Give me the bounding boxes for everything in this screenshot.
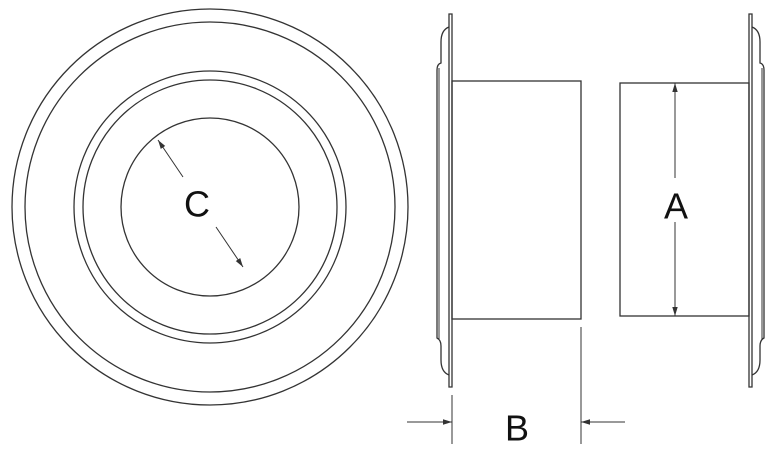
flange-plate: [448, 13, 453, 388]
dimension-c-arrow-lower: [215, 226, 244, 268]
outer-flange-circle: [11, 8, 409, 406]
side-view-right: A: [619, 13, 765, 388]
dimension-b-label: B: [505, 408, 529, 449]
body-rect: [451, 80, 582, 320]
dimension-c-label: C: [184, 184, 210, 225]
flange-plate: [748, 13, 753, 388]
body-outer-circle: [73, 70, 347, 344]
dimension-a-label: A: [664, 186, 688, 227]
bore-circle: [120, 117, 300, 297]
front-view: C: [11, 8, 409, 406]
side-view-left: B: [407, 13, 625, 449]
dimension-c-arrow-upper: [157, 139, 184, 178]
flange-profile: [436, 26, 450, 376]
body-inner-circle: [82, 79, 338, 335]
flange-inner-circle: [24, 21, 396, 393]
flange-profile: [751, 26, 765, 376]
